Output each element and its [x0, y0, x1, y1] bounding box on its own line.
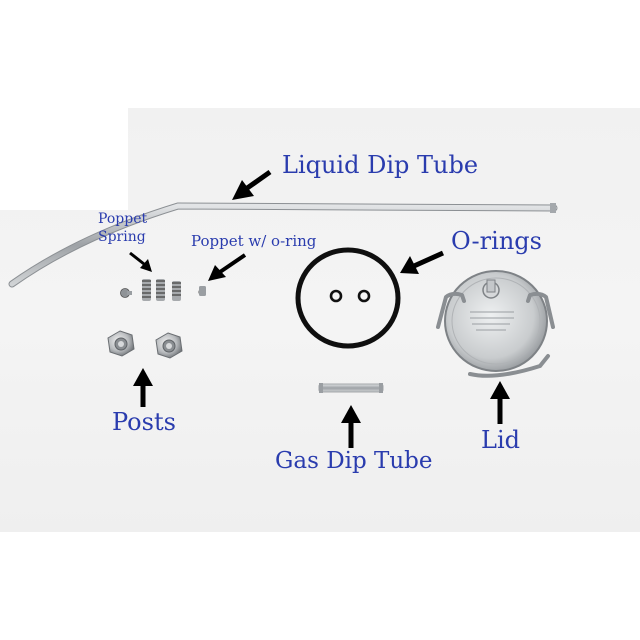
keg-lid: [436, 270, 555, 378]
arrow-poppet-oring: [208, 253, 247, 281]
label-gas-dip-tube: Gas Dip Tube: [275, 448, 433, 474]
liquid-dip-tube: [8, 202, 558, 288]
arrow-liquid-dip-tube: [232, 169, 272, 200]
arrow-posts: [133, 368, 153, 407]
label-poppet-spring: Poppet Spring: [98, 211, 148, 246]
arrow-lid: [490, 381, 510, 424]
label-orings: O-rings: [451, 227, 542, 255]
label-lid: Lid: [481, 426, 520, 454]
post-right: [155, 332, 183, 359]
label-poppet-oring: Poppet w/ o-ring: [191, 232, 317, 250]
gas-dip-tube: [318, 383, 384, 393]
poppet-spring-2: [156, 279, 165, 301]
small-oring-left: [329, 289, 343, 303]
arrow-poppet-spring: [129, 251, 152, 272]
poppet-screw-left: [120, 288, 132, 298]
poppet-spring-1: [142, 279, 151, 301]
label-liquid-dip-tube: Liquid Dip Tube: [282, 151, 479, 179]
label-posts: Posts: [112, 408, 176, 436]
photo-corner-patch: [0, 108, 128, 210]
arrow-gas-dip-tube: [341, 405, 361, 448]
poppet-with-oring: [198, 286, 206, 296]
small-oring-right: [357, 289, 371, 303]
arrow-orings: [400, 250, 445, 274]
post-left: [107, 330, 135, 357]
large-oring: [295, 247, 401, 349]
poppet-spring-3: [172, 281, 181, 301]
